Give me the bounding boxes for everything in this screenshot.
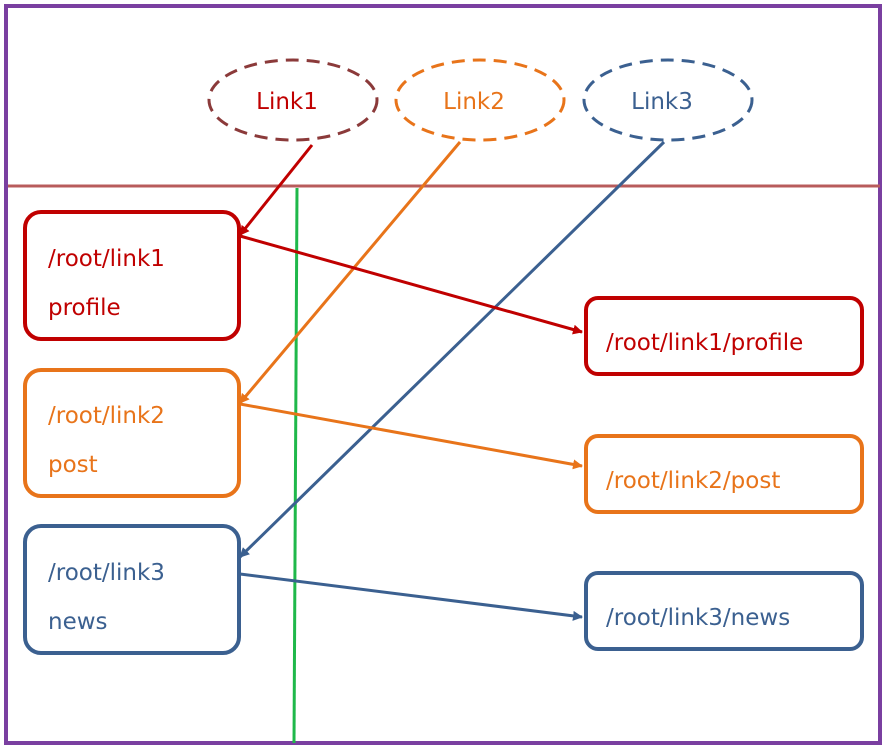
target-path-link1: /root/link1/profile [606, 330, 803, 356]
arrow-link2-to-route [238, 141, 462, 404]
route-child-link2: post [48, 452, 98, 478]
route-box-link2[interactable]: /root/link2 post [23, 368, 241, 498]
target-box-link3[interactable]: /root/link3/news [584, 571, 864, 651]
route-path-link1: /root/link1 [48, 246, 165, 272]
arrow-route1-to-target [239, 234, 583, 335]
target-box-link2[interactable]: /root/link2/post [584, 434, 864, 514]
arrow-route3-to-target [239, 572, 583, 621]
link2-label: Link2 [443, 89, 505, 115]
route-path-link3: /root/link3 [48, 560, 165, 586]
link3-node[interactable]: Link3 [582, 58, 754, 142]
target-path-link2: /root/link2/post [606, 468, 780, 494]
guide-line [292, 187, 299, 744]
route-box-link3[interactable]: /root/link3 news [23, 524, 241, 655]
route-child-link1: profile [48, 295, 121, 321]
route-path-link2: /root/link2 [48, 403, 165, 429]
route-child-link3: news [48, 609, 108, 635]
target-box-link1[interactable]: /root/link1/profile [584, 296, 864, 376]
link2-node[interactable]: Link2 [394, 58, 566, 142]
target-path-link3: /root/link3/news [606, 605, 790, 631]
arrow-route2-to-target [239, 402, 583, 470]
arrow-link3-to-route [238, 140, 666, 559]
link1-label: Link1 [256, 89, 318, 115]
route-box-link1[interactable]: /root/link1 profile [23, 210, 241, 341]
arrow-link1-to-route [238, 144, 314, 236]
link1-node[interactable]: Link1 [207, 58, 379, 142]
link3-label: Link3 [631, 89, 693, 115]
outer-frame [4, 4, 882, 745]
